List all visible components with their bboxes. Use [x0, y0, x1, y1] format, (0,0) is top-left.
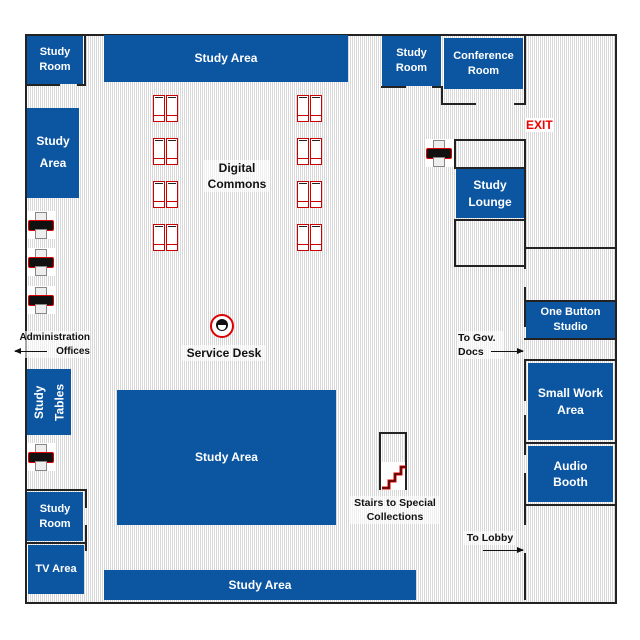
arrow-right-icon [491, 348, 524, 354]
arrow-right-icon [483, 547, 524, 553]
printer-icon [27, 248, 55, 276]
arrow-left-icon [14, 348, 47, 354]
exit-sign: EXIT [525, 118, 554, 132]
storage-box [454, 139, 526, 169]
audio-booth[interactable]: Audio Booth [528, 446, 613, 502]
to-lobby-label: To Lobby [464, 531, 516, 546]
wall [514, 103, 526, 105]
wall [524, 504, 615, 506]
room-label: Study Area [36, 134, 70, 170]
room-label: Study Area [194, 51, 258, 66]
computer-icon [153, 95, 179, 122]
printer-icon [425, 139, 453, 167]
room-label: Audio Booth [553, 458, 588, 489]
wall [524, 415, 526, 455]
wall [524, 442, 615, 444]
study-room-top-left[interactable]: Study Room [27, 36, 83, 84]
wall [27, 84, 60, 86]
wall [381, 86, 406, 88]
wall [524, 300, 615, 302]
computer-icon [153, 138, 179, 165]
wall [85, 489, 87, 508]
wall [524, 247, 615, 249]
stairs-icon [379, 432, 407, 490]
wall [441, 103, 476, 105]
wall [524, 338, 615, 340]
room-label: TV Area [35, 563, 77, 576]
administration-offices-label: Administration Offices [12, 331, 90, 358]
wall [432, 86, 442, 88]
computer-icon [153, 224, 179, 251]
stairs-label: Stairs to Special Collections [350, 496, 440, 525]
room-label: Small Work Area [537, 386, 604, 417]
headset-agent-icon [210, 314, 234, 338]
wall [524, 473, 526, 525]
room-label: Study Area [228, 577, 292, 592]
wall [524, 287, 526, 327]
small-work-area[interactable]: Small Work Area [528, 363, 613, 440]
computer-icon [297, 181, 323, 208]
study-tables[interactable]: Study Tables [27, 369, 71, 435]
printer-icon [27, 286, 55, 314]
study-room-top-mid[interactable]: Study Room [382, 36, 441, 86]
room-label: Study Room [39, 46, 71, 73]
digital-commons-label: Digital Commons [204, 160, 270, 193]
wall [441, 86, 443, 104]
wall [524, 359, 526, 401]
storage-box [454, 219, 526, 267]
wall [84, 34, 86, 86]
computer-icon [297, 138, 323, 165]
study-area-bottom[interactable]: Study Area [104, 570, 416, 600]
printer-icon [27, 443, 55, 471]
wall [524, 359, 615, 361]
computer-icon [297, 95, 323, 122]
computer-icon [153, 181, 179, 208]
to-gov-docs-label: To Gov. Docs [458, 331, 504, 360]
study-area-top[interactable]: Study Area [104, 35, 348, 82]
service-desk-label: Service Desk [182, 345, 266, 362]
wall [25, 489, 87, 491]
room-label: Study Tables [31, 383, 66, 421]
room-label: Conference Room [453, 49, 514, 77]
room-label: One Button Studio [540, 306, 601, 333]
study-room-bottom-left[interactable]: Study Room [27, 492, 83, 541]
wall [524, 34, 526, 105]
room-label: Study Room [39, 502, 71, 530]
wall [77, 84, 86, 86]
one-button-studio[interactable]: One Button Studio [526, 302, 615, 338]
study-area-center[interactable]: Study Area [117, 390, 336, 525]
study-area-left[interactable]: Study Area [27, 108, 79, 198]
room-label: Study Area [195, 450, 258, 465]
wall [25, 542, 87, 544]
wall [524, 139, 526, 269]
wall [524, 553, 526, 600]
computer-icon [297, 224, 323, 251]
conference-room[interactable]: Conference Room [444, 38, 523, 89]
room-label: Study Lounge [468, 178, 512, 209]
printer-icon [27, 211, 55, 239]
tv-area[interactable]: TV Area [28, 545, 84, 594]
wall [85, 525, 87, 551]
study-lounge[interactable]: Study Lounge [456, 169, 524, 218]
room-label: Study Room [395, 47, 428, 74]
